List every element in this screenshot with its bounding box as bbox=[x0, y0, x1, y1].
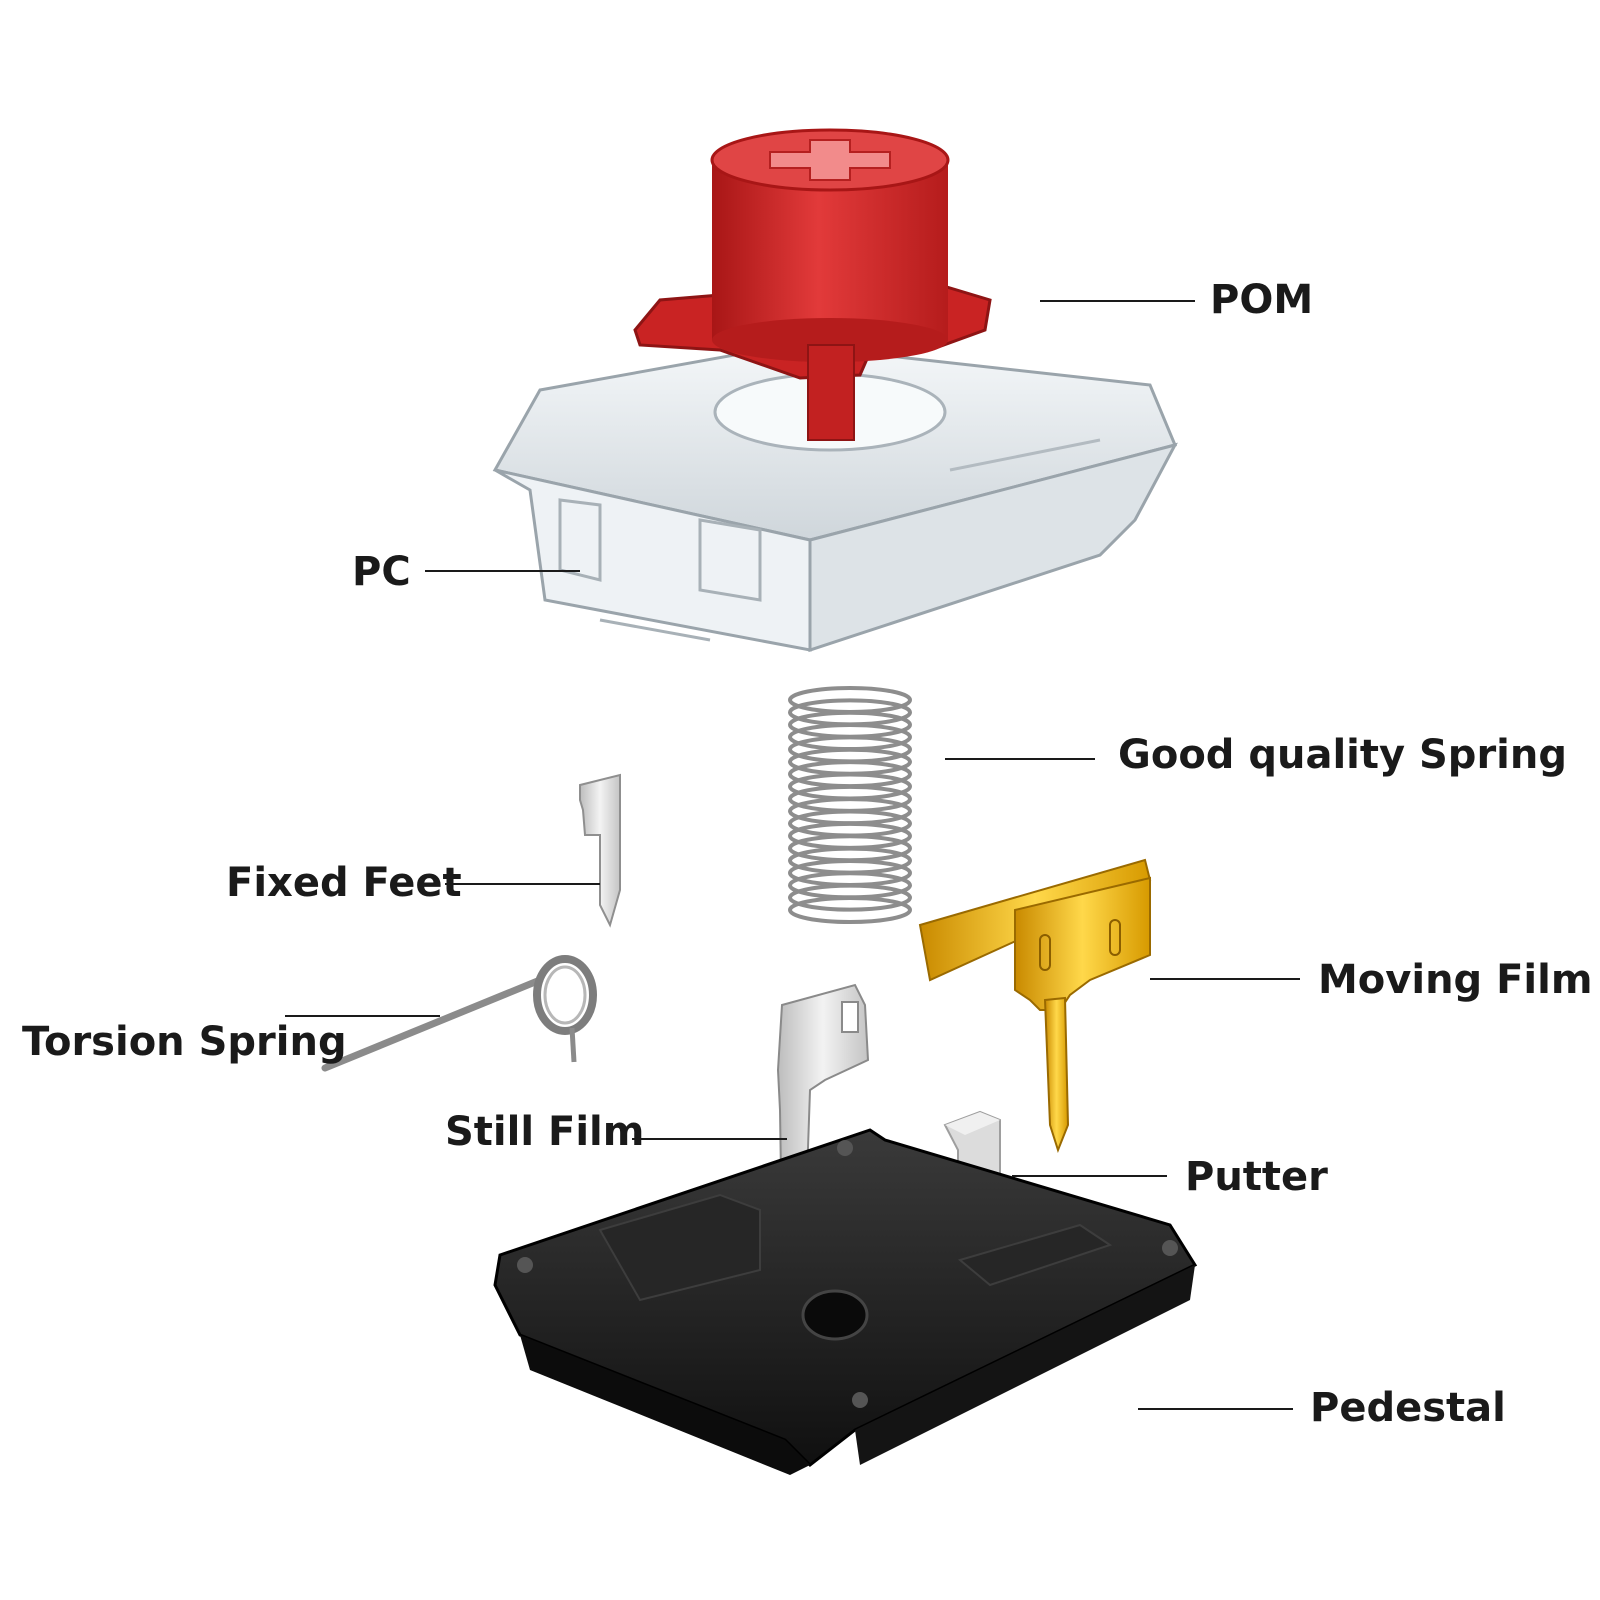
pom-label: POM bbox=[1210, 277, 1314, 323]
putter-leader bbox=[1012, 1175, 1167, 1177]
pedestal-leader bbox=[1138, 1408, 1293, 1410]
putter-label: Putter bbox=[1185, 1154, 1328, 1200]
still-film-label: Still Film bbox=[445, 1109, 645, 1155]
pom-stem bbox=[633, 128, 992, 441]
torsion-spring bbox=[321, 955, 597, 1072]
spring-label: Good quality Spring bbox=[1118, 732, 1567, 778]
spring-coil bbox=[788, 896, 912, 924]
spring-coil bbox=[788, 883, 912, 912]
pc-leader bbox=[425, 570, 580, 572]
pc-housing bbox=[492, 343, 1178, 653]
spring-leader bbox=[945, 758, 1095, 760]
moving-film-leader bbox=[1150, 978, 1300, 980]
main-spring bbox=[788, 686, 912, 924]
moving-film-label: Moving Film bbox=[1318, 957, 1593, 1003]
pedestal-label: Pedestal bbox=[1310, 1385, 1506, 1431]
moving-film bbox=[918, 858, 1152, 1153]
fixed-feet-leader bbox=[445, 883, 600, 885]
pom-leader bbox=[1040, 300, 1195, 302]
pedestal bbox=[493, 1128, 1198, 1475]
pc-label: PC bbox=[352, 549, 411, 595]
still-film-leader bbox=[632, 1138, 787, 1140]
torsion-spring-leader bbox=[285, 1015, 440, 1017]
fixed-feet-label: Fixed Feet bbox=[226, 860, 462, 906]
torsion-spring-label: Torsion Spring bbox=[22, 1019, 347, 1065]
fixed-feet bbox=[579, 773, 621, 928]
